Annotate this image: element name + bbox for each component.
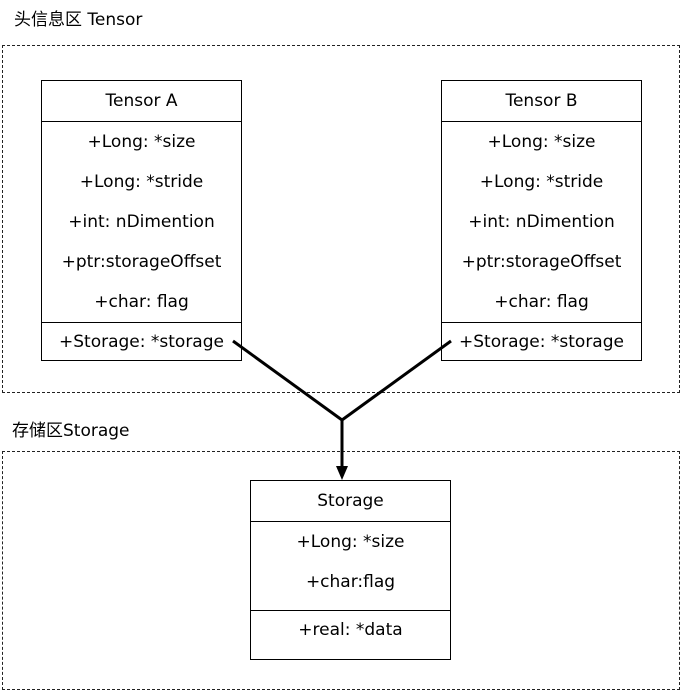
tensor-a-attr-storage-offset: +ptr:storageOffset xyxy=(61,252,222,272)
tensor-b-methods: +Storage: *storage xyxy=(442,323,641,362)
tensor-b-attr-size: +Long: *size xyxy=(487,132,596,152)
tensor-a-attr-size: +Long: *size xyxy=(87,132,196,152)
tensor-a-class[interactable]: Tensor A +Long: *size +Long: *stride +in… xyxy=(41,80,242,361)
storage-methods: +real: *data xyxy=(251,611,450,650)
storage-region-label: 存储区Storage xyxy=(12,421,130,441)
tensor-b-attr-stride: +Long: *stride xyxy=(479,172,604,192)
tensor-a-attr-stride: +Long: *stride xyxy=(79,172,204,192)
storage-data-pointer: +real: *data xyxy=(298,620,403,640)
tensor-b-class[interactable]: Tensor B +Long: *size +Long: *stride +in… xyxy=(441,80,642,361)
header-region-label: 头信息区 Tensor xyxy=(14,10,143,30)
storage-attr-size: +Long: *size xyxy=(296,532,405,552)
tensor-b-attr-storage-offset: +ptr:storageOffset xyxy=(461,252,622,272)
storage-class[interactable]: Storage +Long: *size +char:flag +real: *… xyxy=(250,480,451,660)
tensor-b-title: Tensor B xyxy=(442,81,641,122)
tensor-a-methods: +Storage: *storage xyxy=(42,323,241,362)
tensor-b-attr-ndimention: +int: nDimention xyxy=(468,212,615,232)
tensor-a-attr-ndimention: +int: nDimention xyxy=(68,212,215,232)
storage-attributes: +Long: *size +char:flag xyxy=(251,522,450,611)
tensor-a-title: Tensor A xyxy=(42,81,241,122)
tensor-b-attributes: +Long: *size +Long: *stride +int: nDimen… xyxy=(442,122,641,323)
storage-title: Storage xyxy=(251,481,450,522)
tensor-a-attr-flag: +char: flag xyxy=(94,292,189,312)
tensor-b-storage-pointer: +Storage: *storage xyxy=(459,332,624,352)
storage-attr-flag: +char:flag xyxy=(305,572,396,592)
tensor-a-attributes: +Long: *size +Long: *stride +int: nDimen… xyxy=(42,122,241,323)
tensor-a-storage-pointer: +Storage: *storage xyxy=(59,332,224,352)
tensor-b-attr-flag: +char: flag xyxy=(494,292,589,312)
